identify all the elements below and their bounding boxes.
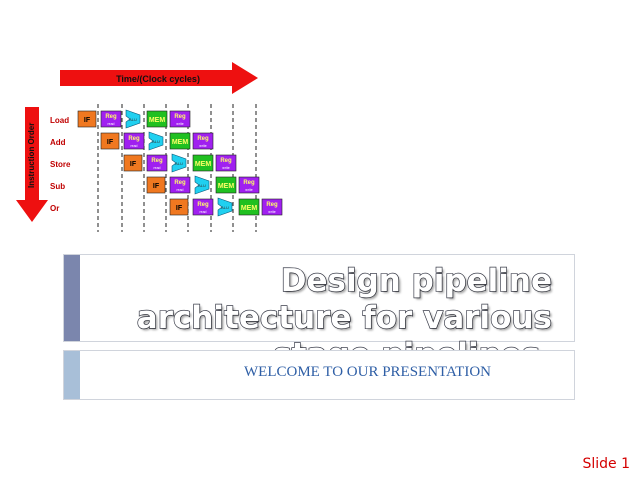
title-panel: Design pipeline architecture for various… (63, 254, 575, 374)
pipeline-row: IF Reg read ALU MEM Reg write (146, 175, 260, 195)
stage-sublabel: write (176, 122, 183, 126)
stage-label: Reg (174, 114, 186, 120)
if-stage (77, 110, 97, 128)
alu-stage (171, 153, 187, 173)
stage-sublabel: write (245, 188, 252, 192)
mem-stage (169, 132, 191, 150)
instruction-label: Sub (50, 182, 65, 191)
instruction-label: Load (50, 116, 69, 125)
reg-stage (123, 132, 145, 150)
subtitle-accent-bar (64, 351, 80, 399)
stage-label: IF (130, 161, 137, 168)
instruction-label: Add (50, 138, 66, 147)
mem-stage (146, 110, 168, 128)
alu-stage (148, 131, 164, 151)
reg-stage (169, 110, 191, 128)
if-stage (169, 198, 189, 216)
stage-label: IF (107, 139, 114, 146)
order-label: Instruction Order (27, 123, 36, 188)
alu-label: ALU (152, 139, 160, 144)
mem-stage (215, 176, 237, 194)
alu-label: ALU (175, 161, 183, 166)
stage-label: Reg (197, 202, 209, 208)
stage-label: Reg (151, 158, 163, 164)
stage-sublabel: write (222, 166, 229, 170)
mem-stage (192, 154, 214, 172)
instruction-label: Or (50, 204, 59, 213)
mem-stage (238, 198, 260, 216)
stage-label: MEM (149, 117, 166, 124)
reg-stage (192, 132, 214, 150)
if-stage (123, 154, 143, 172)
stage-sublabel: read (107, 122, 114, 126)
stage-label: IF (153, 183, 160, 190)
stage-label: Reg (174, 180, 186, 186)
order-arrow (16, 107, 48, 222)
stage-sublabel: write (199, 144, 206, 148)
stage-label: Reg (220, 158, 232, 164)
stage-label: Reg (197, 136, 209, 142)
reg-stage (192, 198, 214, 216)
if-stage (100, 132, 120, 150)
pipeline-row: IF Reg read ALU MEM Reg write (77, 109, 191, 129)
reg-stage (100, 110, 122, 128)
stage-sublabel: read (153, 166, 160, 170)
reg-stage (215, 154, 237, 172)
pipeline-row: IF Reg read ALU MEM Reg write (169, 197, 283, 217)
stage-sublabel: write (268, 210, 275, 214)
alu-stage (125, 109, 141, 129)
reg-stage (169, 176, 191, 194)
stage-label: Reg (243, 180, 255, 186)
reg-stage (261, 198, 283, 216)
alu-label: ALU (198, 183, 206, 188)
alu-label: ALU (129, 117, 137, 122)
alu-stage (194, 175, 210, 195)
reg-stage (146, 154, 168, 172)
time-arrow (60, 62, 258, 94)
alu-stage (217, 197, 233, 217)
stage-label: IF (84, 117, 91, 124)
stage-label: MEM (241, 205, 258, 212)
title-accent-bar (64, 255, 80, 341)
stage-label: MEM (172, 139, 189, 146)
time-label: Time/(Clock cycles) (116, 74, 200, 84)
alu-label: ALU (221, 205, 229, 210)
stage-sublabel: read (176, 188, 183, 192)
stage-sublabel: read (130, 144, 137, 148)
subtitle-panel: WELCOME TO OUR PRESENTATION (63, 350, 575, 400)
stage-label: MEM (218, 183, 235, 190)
reg-stage (238, 176, 260, 194)
slide-number: Slide 1 (582, 456, 630, 472)
if-stage (146, 176, 166, 194)
stage-sublabel: read (199, 210, 206, 214)
stage-label: Reg (128, 136, 140, 142)
stage-label: Reg (266, 202, 278, 208)
pipeline-diagram: Time/(Clock cycles) Instruction Order Lo… (16, 62, 283, 232)
instruction-label: Store (50, 160, 71, 169)
stage-label: MEM (195, 161, 212, 168)
pipeline-row: IF Reg read ALU MEM Reg write (123, 153, 237, 173)
stage-label: Reg (105, 114, 117, 120)
slide-subtitle[interactable]: WELCOME TO OUR PRESENTATION (244, 364, 491, 380)
stage-label: IF (176, 205, 183, 212)
pipeline-row: IF Reg read ALU MEM Reg write (100, 131, 214, 151)
